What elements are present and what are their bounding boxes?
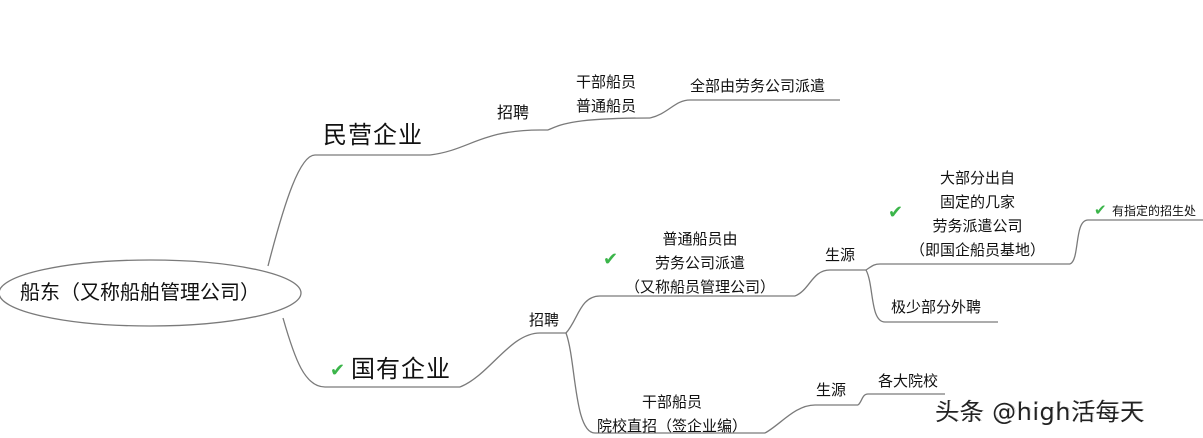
main-source-line-2: 固定的几家 — [940, 193, 1016, 211]
state-recruit-label: 招聘 — [529, 311, 560, 329]
designated-office-node[interactable]: 有指定的招生处 — [1112, 205, 1196, 217]
crew-type-ordinary: 普通船员 — [576, 97, 637, 115]
edge-crew-source — [649, 99, 840, 119]
state-recruit-node[interactable]: 招聘 — [529, 313, 559, 328]
root-ellipse — [0, 259, 302, 327]
edge-recruit-ordinary — [565, 295, 795, 334]
edge-root-state — [282, 317, 460, 388]
schools-node[interactable]: 各大院校 — [878, 374, 938, 389]
officer-crew-line-1: 干部船员 — [642, 393, 703, 411]
crew-type-officer: 干部船员 — [576, 73, 637, 91]
edge-origin-main — [865, 263, 1070, 271]
edge-recruit-officer — [565, 332, 765, 434]
edge-officer-origin — [764, 404, 858, 434]
main-source-line-4: （即国企船员基地） — [910, 241, 1046, 259]
private-recruit-node[interactable]: 招聘 — [497, 105, 529, 121]
main-source-line-1: 大部分出自 — [940, 169, 1016, 187]
private-crew-types-node[interactable]: 干部船员 普通船员 — [576, 70, 636, 118]
private-enterprise-node[interactable]: 民营企业 — [323, 123, 423, 147]
ordinary-crew-line-1: 普通船员由 — [662, 230, 738, 248]
watermark: 头条 @high活每天 — [935, 392, 1144, 427]
edge-recruit-crew — [547, 117, 651, 131]
edge-ordinary-origin — [794, 269, 866, 297]
edge-origin-school — [857, 393, 945, 406]
check-icon: ✔ — [1094, 201, 1107, 219]
main-source-node[interactable]: 大部分出自 固定的几家 劳务派遣公司 （即国企船员基地） — [910, 166, 1045, 262]
edge-origin-minor — [865, 269, 998, 323]
edge-main-detail — [1069, 219, 1203, 265]
check-icon: ✔ — [330, 360, 346, 381]
edge-state-recruit — [459, 332, 566, 388]
private-source-node[interactable]: 全部由劳务公司派遣 — [690, 79, 825, 94]
officer-origin-label: 生源 — [816, 381, 847, 399]
check-icon: ✔ — [603, 249, 619, 270]
schools-label: 各大院校 — [878, 372, 939, 390]
ordinary-origin-label: 生源 — [825, 246, 856, 264]
minor-source-node[interactable]: 极少部分外聘 — [891, 300, 981, 315]
edge-root-private — [267, 154, 430, 267]
root-node[interactable]: 船东（又称船舶管理公司） — [20, 282, 260, 302]
state-enterprise-label: 国有企业 — [351, 355, 451, 383]
private-recruit-label: 招聘 — [497, 103, 530, 122]
main-source-line-3: 劳务派遣公司 — [932, 217, 1023, 235]
ordinary-crew-node[interactable]: 普通船员由 劳务公司派遣 （又称船员管理公司） — [625, 227, 775, 299]
ordinary-crew-line-3: （又称船员管理公司） — [625, 278, 776, 296]
root-label: 船东（又称船舶管理公司） — [20, 280, 260, 304]
state-enterprise-node[interactable]: 国有企业 — [351, 357, 451, 381]
private-source-label: 全部由劳务公司派遣 — [690, 77, 826, 95]
minor-source-label: 极少部分外聘 — [891, 298, 982, 316]
officer-crew-line-2: 院校直招（签企业编） — [597, 417, 748, 435]
edge-private-recruit — [429, 129, 548, 156]
ordinary-origin-node[interactable]: 生源 — [825, 248, 855, 263]
private-enterprise-label: 民营企业 — [323, 121, 423, 149]
check-icon: ✔ — [888, 202, 904, 223]
officer-origin-node[interactable]: 生源 — [816, 383, 846, 398]
officer-crew-node[interactable]: 干部船员 院校直招（签企业编） — [597, 390, 747, 438]
designated-office-label: 有指定的招生处 — [1112, 204, 1197, 218]
ordinary-crew-line-2: 劳务公司派遣 — [655, 254, 746, 272]
watermark-label: 头条 @high活每天 — [935, 398, 1145, 426]
